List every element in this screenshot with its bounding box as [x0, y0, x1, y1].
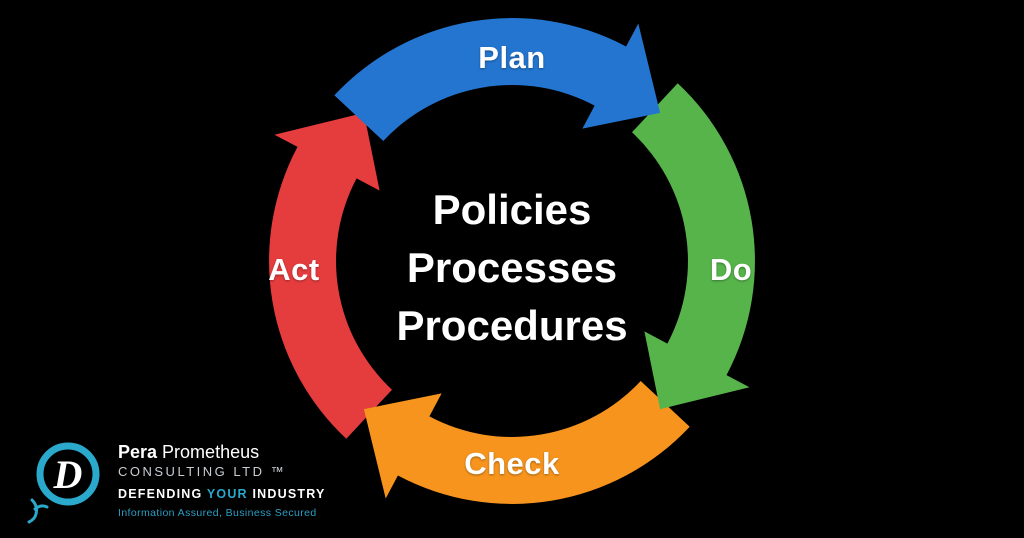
do-arrow-icon	[632, 83, 755, 410]
brand-name: Pera Prometheus	[118, 442, 326, 462]
company-line: CONSULTING LTD ™	[118, 464, 287, 479]
act-arrow-icon	[269, 112, 392, 439]
cycle-center-text: Policies Processes Procedures	[396, 181, 627, 355]
step-label-act: Act	[268, 252, 320, 287]
brand-name-bold: Pera	[118, 442, 158, 462]
tagline: DEFENDING YOUR INDUSTRY	[118, 486, 326, 502]
hummingbird-icon	[27, 498, 49, 524]
check-arrow-icon	[363, 381, 690, 504]
center-line-policies: Policies	[432, 186, 592, 233]
brand-name-regular: Prometheus	[157, 442, 260, 462]
plan-arrow-icon	[334, 18, 661, 141]
center-line-processes: Processes	[406, 244, 618, 291]
logo-subline: Information Assured, Business Secured	[118, 507, 317, 519]
tagline-lead: DEFENDING	[118, 487, 207, 501]
step-label-check: Check	[464, 446, 560, 481]
tagline-accent: YOUR	[206, 487, 248, 501]
step-label-do: Do	[709, 252, 753, 287]
logo-monogram-letter: D	[53, 452, 83, 497]
company-logo: D Pera Prometheus CONSULTING LTD ™ DEFEN…	[26, 438, 326, 524]
logo-monogram-icon: D	[27, 442, 100, 524]
center-line-procedures: Procedures	[396, 302, 628, 349]
tagline-tail: INDUSTRY	[247, 487, 326, 501]
logo-text-block: Pera Prometheus CONSULTING LTD ™ DEFENDI…	[118, 442, 326, 520]
step-label-plan: Plan	[478, 40, 546, 75]
